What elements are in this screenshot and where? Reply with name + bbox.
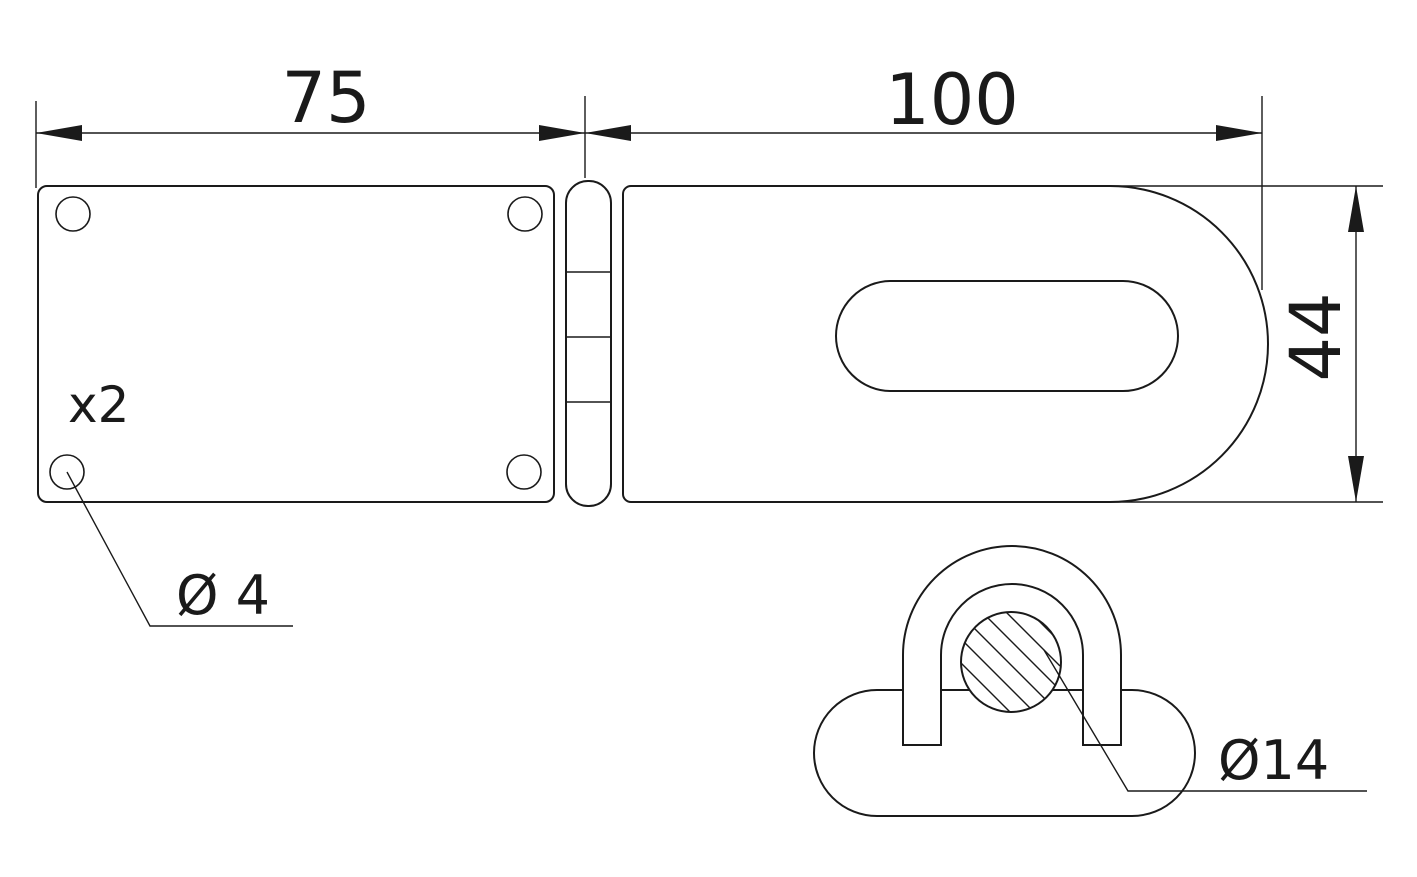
staple-slot bbox=[835, 280, 1179, 392]
screw-hole-bottom-right bbox=[506, 454, 542, 490]
staple-rod-section bbox=[960, 611, 1062, 713]
screw-hole-top-left bbox=[55, 196, 91, 232]
staple-diameter-label: Ø14 bbox=[1218, 729, 1329, 792]
staple-section-view bbox=[813, 545, 1196, 817]
hole-count-label: x2 bbox=[68, 376, 129, 434]
dimension-100 bbox=[585, 96, 1263, 290]
leader-hole-diameter bbox=[66, 471, 293, 627]
hole-diameter-label: Ø 4 bbox=[176, 564, 270, 627]
dimension-label-100: 100 bbox=[885, 59, 1019, 141]
screw-hole-top-right bbox=[507, 196, 543, 232]
hasp-plate bbox=[622, 185, 1269, 503]
hinge-knuckle bbox=[565, 180, 612, 507]
dimension-44 bbox=[1110, 185, 1383, 503]
dimension-75 bbox=[35, 96, 586, 188]
screw-hole-bottom-left bbox=[49, 454, 85, 490]
mounting-plate bbox=[37, 185, 555, 503]
leader-staple-diameter bbox=[1043, 649, 1367, 792]
dimension-label-75: 75 bbox=[281, 57, 370, 139]
dimension-label-44: 44 bbox=[1275, 292, 1357, 381]
